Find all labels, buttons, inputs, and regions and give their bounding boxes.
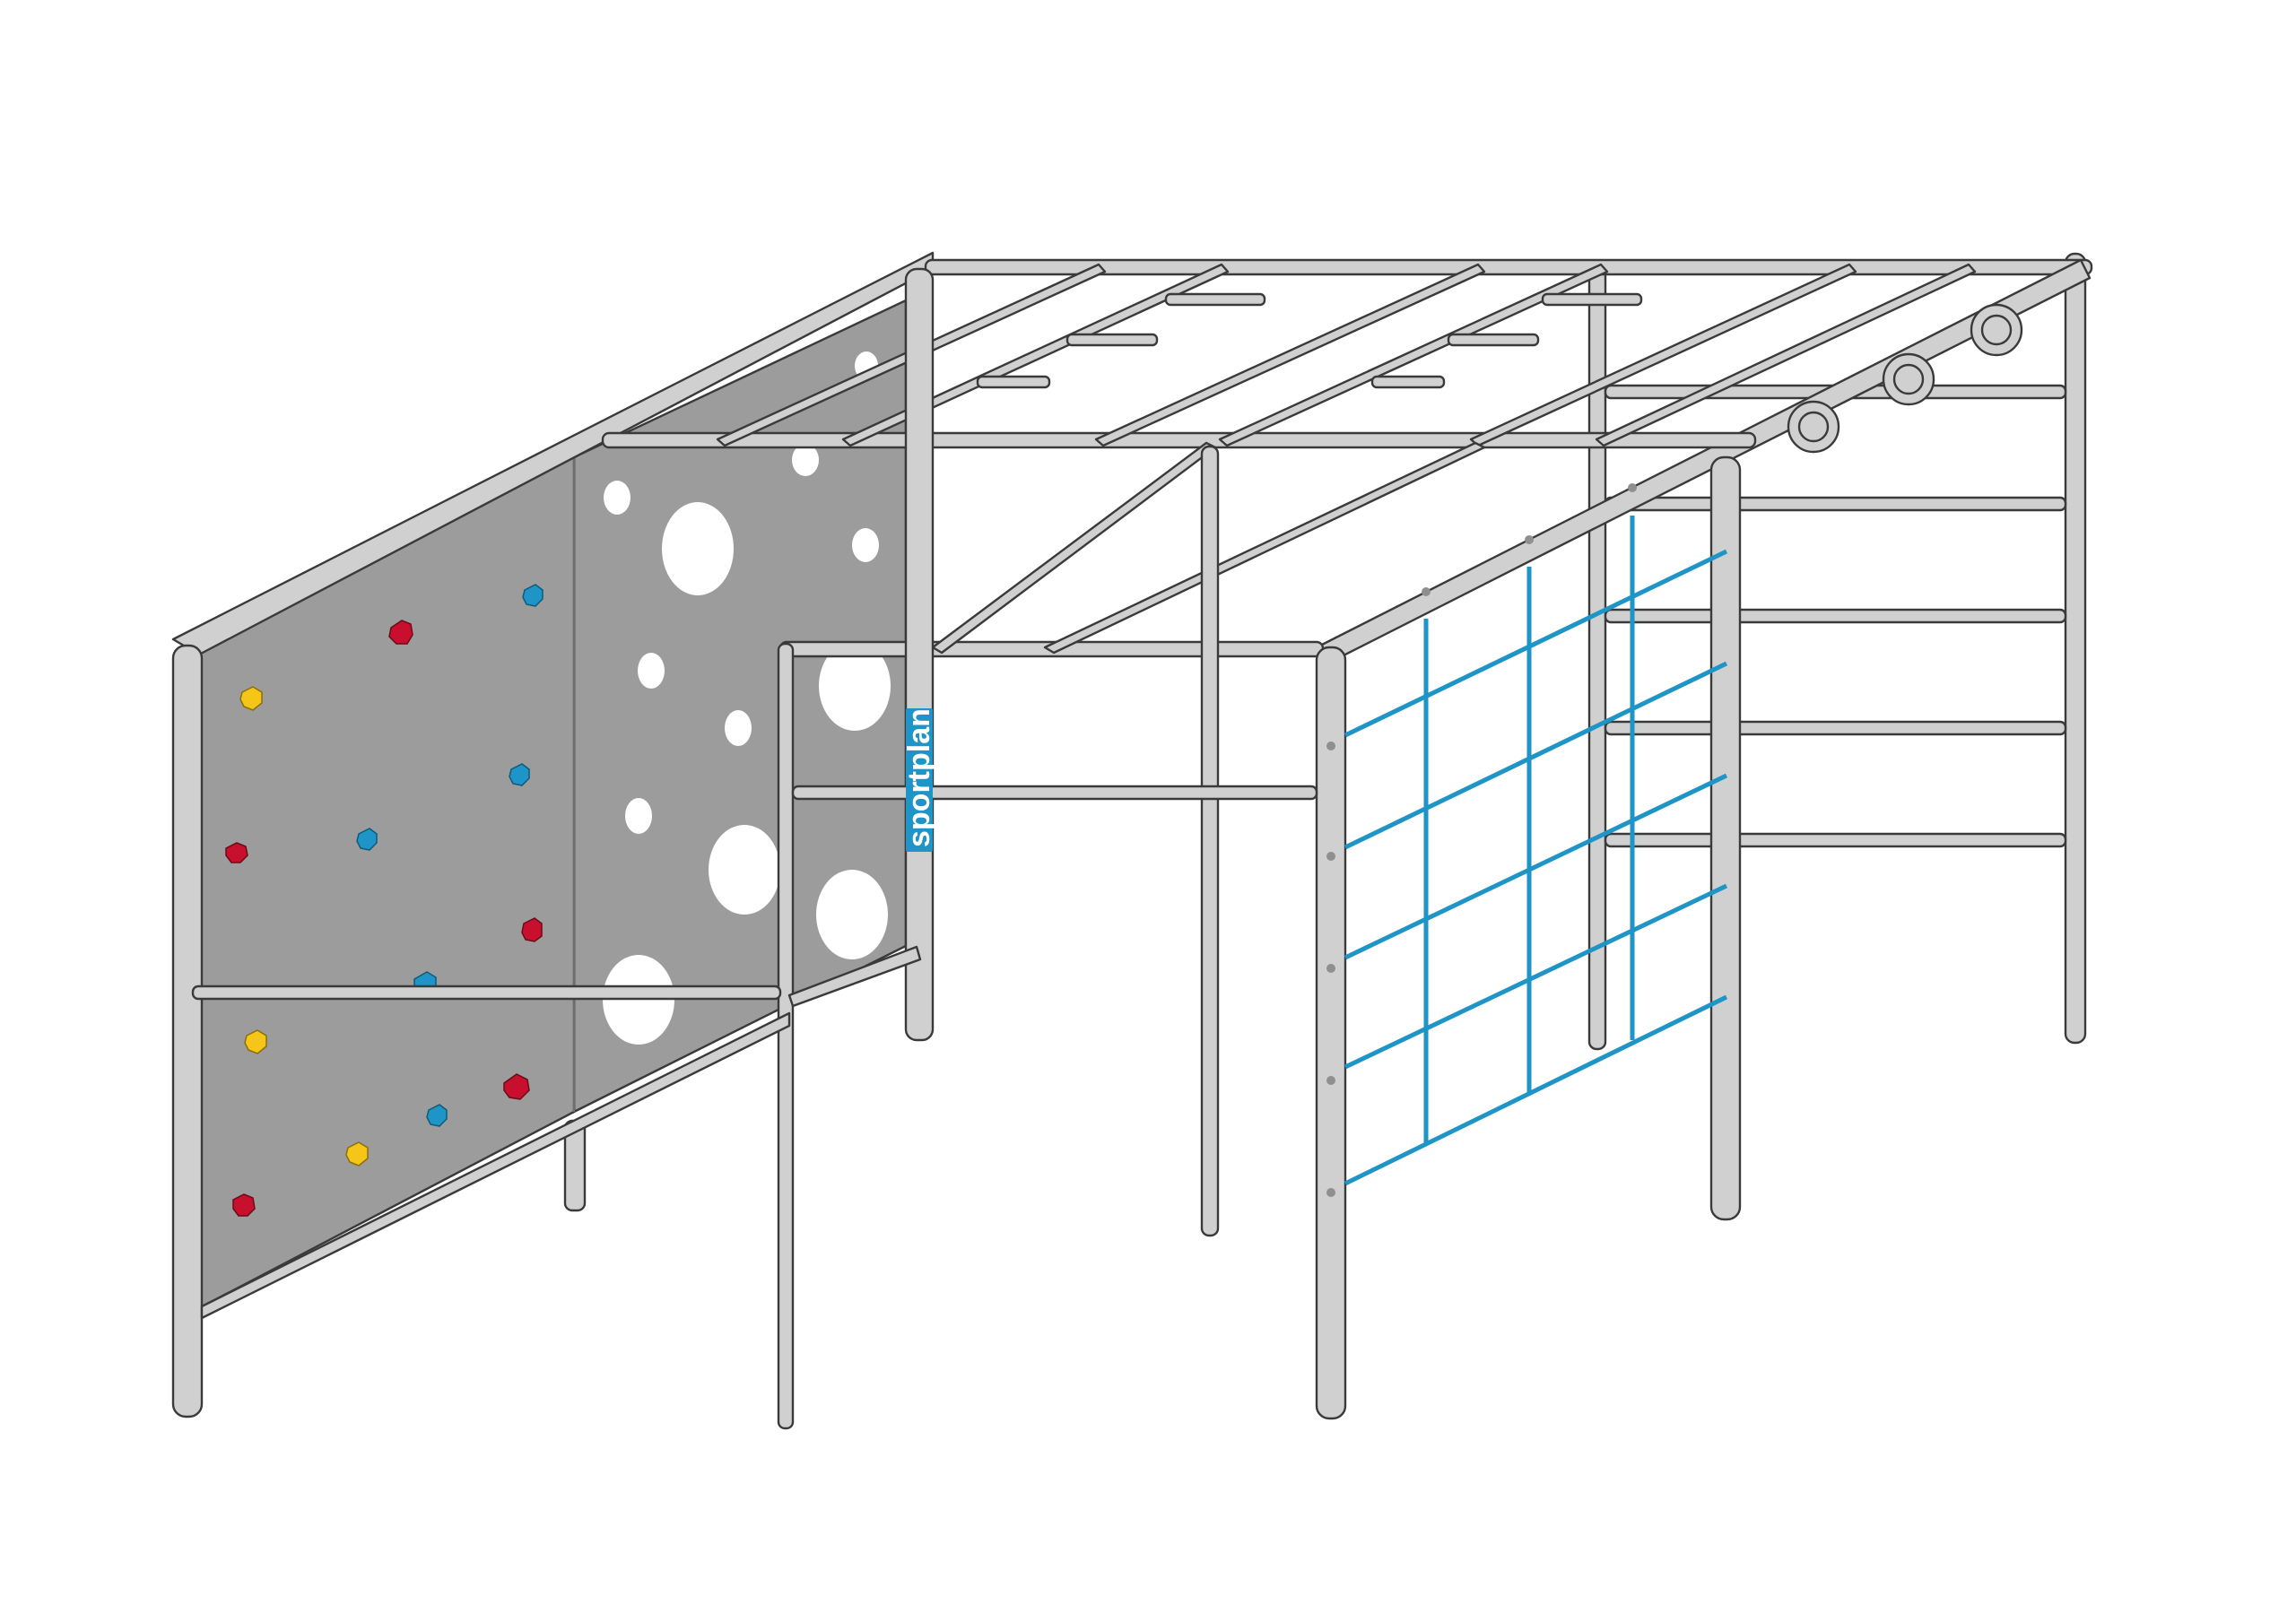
climbing-panel-left-section: [196, 455, 576, 1311]
ring-icon: [1882, 352, 1935, 406]
climbing-panel-right-section: [572, 299, 908, 1114]
panel-rails: [191, 785, 1318, 1320]
climbing-hold-red: [388, 620, 413, 645]
panel-hole: [638, 653, 665, 689]
panel-hole: [662, 502, 734, 595]
climbing-hold-blue: [356, 828, 378, 851]
ring-icon: [1787, 400, 1840, 454]
panel-hole: [604, 481, 631, 515]
climbing-hold-red: [521, 917, 543, 942]
back-frame: [1587, 252, 2087, 1051]
panel-hole: [709, 825, 780, 915]
brand-text: sportplan: [902, 708, 936, 847]
panel-hole: [852, 528, 879, 562]
panel-hole: [725, 710, 752, 746]
panel-hole: [625, 798, 652, 834]
climbing-hold-yellow: [345, 1141, 369, 1167]
ring-icon: [1970, 303, 2023, 357]
climbing-hold-red: [225, 842, 248, 863]
panel-hole: [816, 870, 888, 959]
panel-hole: [792, 444, 819, 476]
posts: [171, 267, 1742, 1430]
cargo-net: [1326, 483, 1728, 1197]
brand-label: sportplan: [902, 708, 936, 852]
climbing-hold-red: [232, 1193, 256, 1217]
climbing-hold-yellow: [244, 1029, 267, 1054]
climbing-hold-blue: [522, 584, 544, 607]
climbing-hold-blue: [509, 763, 530, 786]
climbing-hold-blue: [426, 1104, 448, 1127]
hanging-rings: [1787, 303, 2023, 454]
climbing-hold-yellow: [239, 686, 263, 711]
climbing-hold-red: [503, 1073, 530, 1100]
panel-hole: [819, 641, 891, 731]
